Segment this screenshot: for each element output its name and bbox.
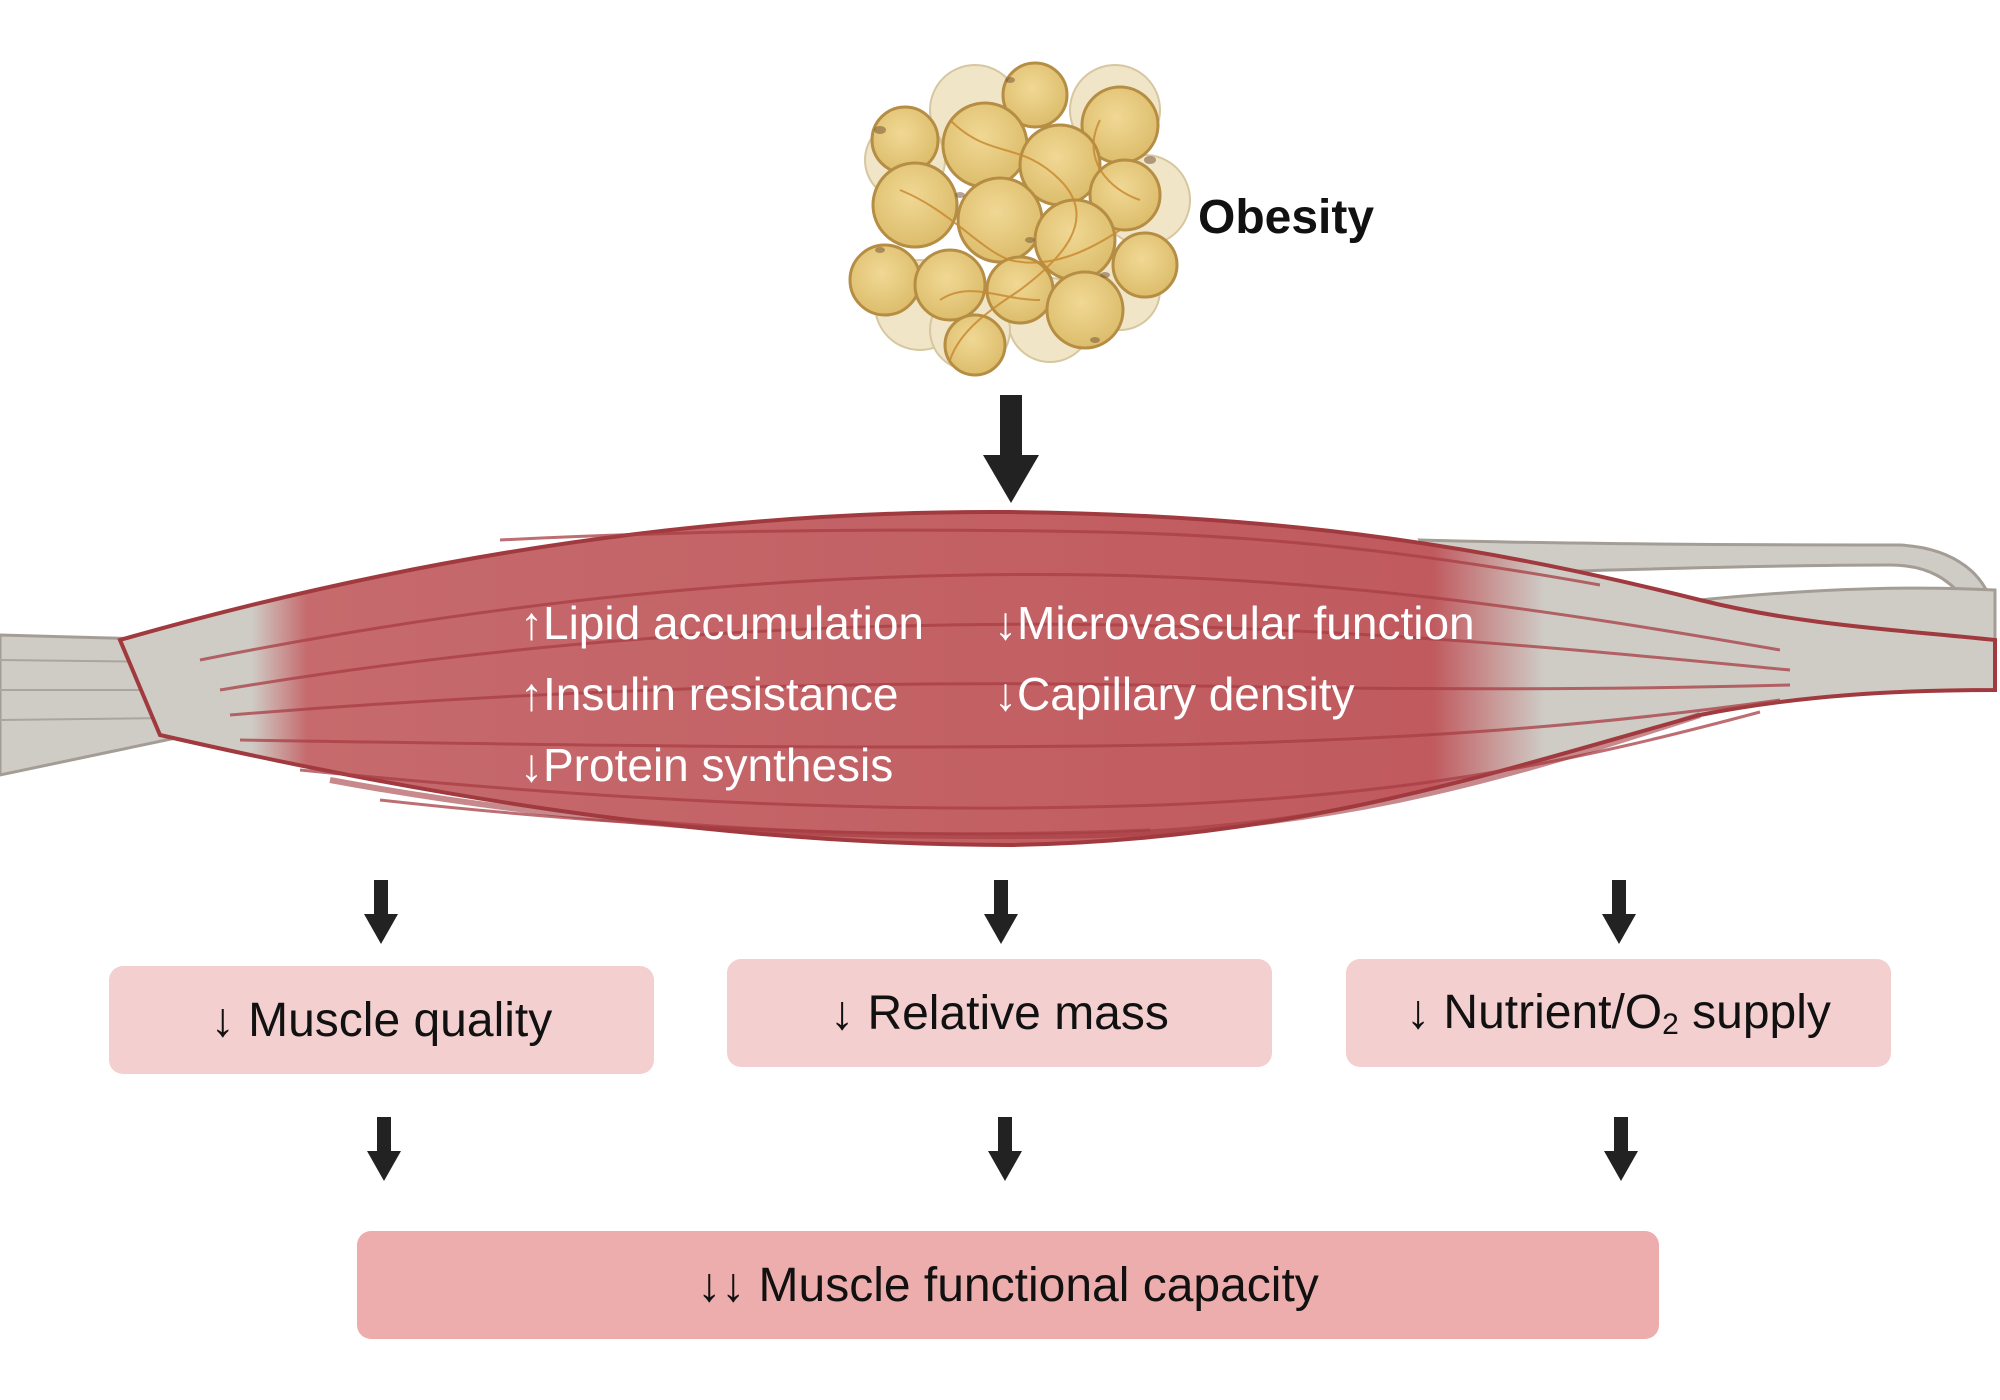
effect-protein-synthesis: ↓Protein synthesis bbox=[520, 739, 894, 791]
outcome-box-relative-mass: ↓ Relative mass bbox=[727, 959, 1272, 1067]
arrow-muscle-to-supply bbox=[1602, 880, 1636, 944]
obesity-label: Obesity bbox=[1198, 191, 1375, 244]
supply-subscript: 2 bbox=[1662, 1007, 1679, 1041]
final-box-functional-capacity: ↓↓ Muscle functional capacity bbox=[357, 1231, 1659, 1339]
arrow-obesity-to-muscle bbox=[983, 395, 1039, 503]
outcome-label-nutrient-supply: ↓ Nutrient/O2 supply bbox=[1406, 985, 1831, 1042]
outcome-label-relative-mass: ↓ Relative mass bbox=[830, 986, 1169, 1040]
effect-lipid-accumulation: ↑Lipid accumulation bbox=[520, 597, 925, 649]
outcome-box-nutrient-supply: ↓ Nutrient/O2 supply bbox=[1346, 959, 1891, 1067]
fat-cluster-icon bbox=[848, 61, 1191, 377]
outcome-box-muscle-quality: ↓ Muscle quality bbox=[109, 966, 654, 1074]
muscle-belly bbox=[117, 509, 1997, 848]
fat-vessels bbox=[899, 119, 1141, 361]
arrow-supply-to-capacity bbox=[1604, 1117, 1638, 1181]
arrow-quality-to-capacity bbox=[367, 1117, 401, 1181]
arrow-muscle-to-mass bbox=[984, 880, 1018, 944]
effect-capillary-density: ↓Capillary density bbox=[994, 668, 1355, 720]
supply-prefix: ↓ Nutrient/O bbox=[1406, 985, 1663, 1039]
outcome-label-muscle-quality: ↓ Muscle quality bbox=[210, 993, 553, 1047]
arrow-muscle-to-quality bbox=[364, 880, 398, 944]
arrows bbox=[364, 395, 1638, 1181]
supply-suffix: supply bbox=[1678, 985, 1831, 1039]
muscle-fibers bbox=[199, 528, 1791, 836]
effect-microvascular-function: ↓Microvascular function bbox=[994, 597, 1475, 649]
final-label-functional-capacity: ↓↓ Muscle functional capacity bbox=[697, 1258, 1319, 1312]
arrow-mass-to-capacity bbox=[988, 1117, 1022, 1181]
effect-insulin-resistance: ↑Insulin resistance bbox=[520, 668, 899, 720]
